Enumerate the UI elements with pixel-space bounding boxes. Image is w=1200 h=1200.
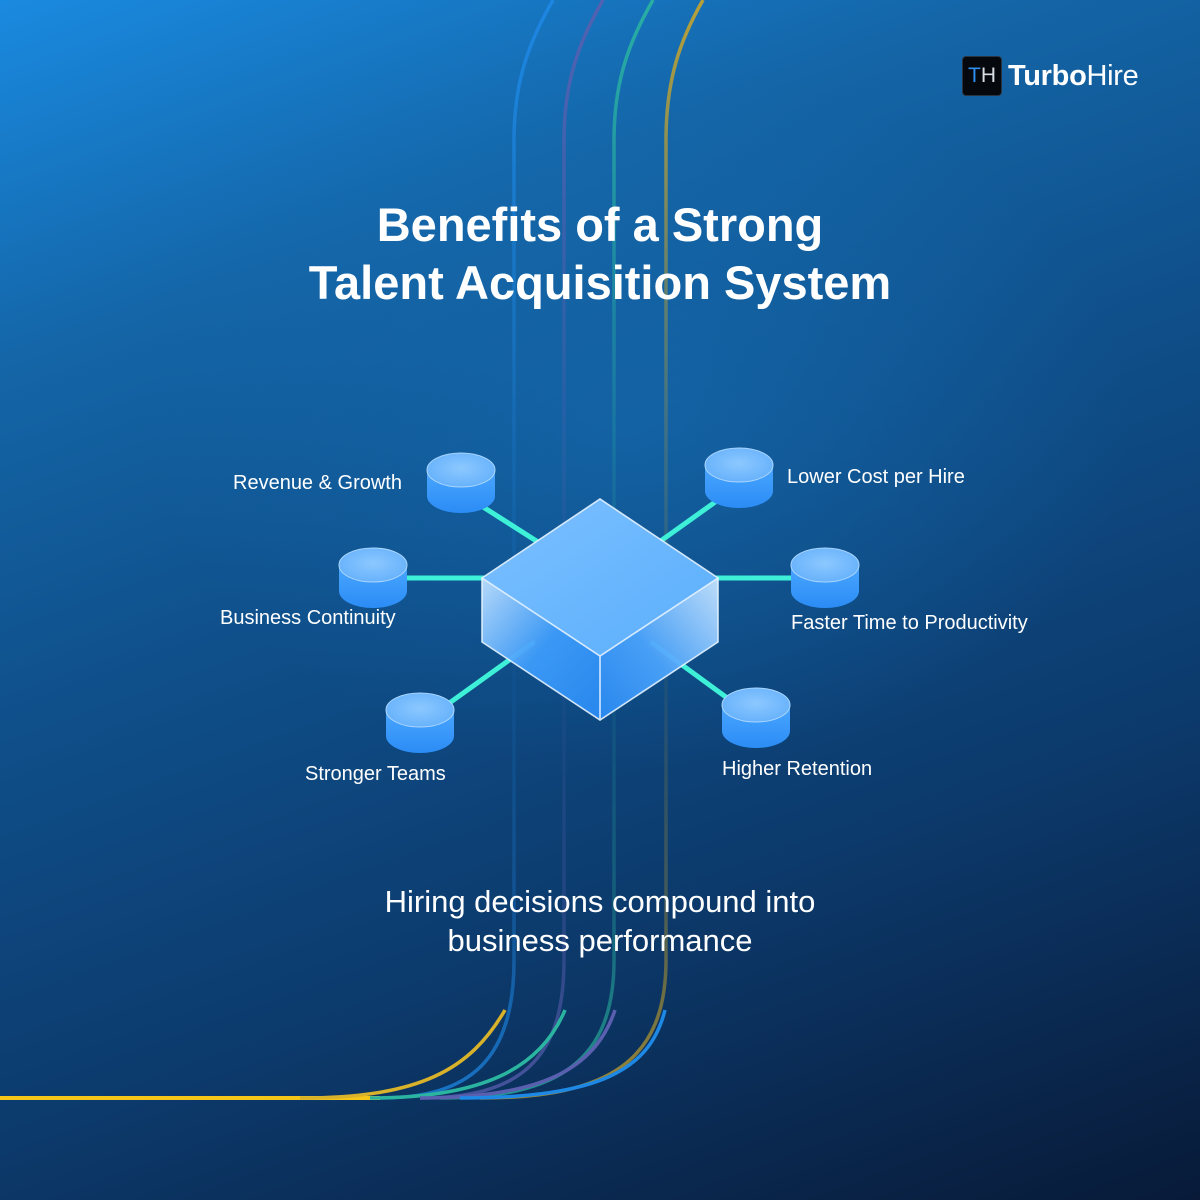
node-disk-revenue-growth — [426, 452, 496, 513]
node-disk-faster-time — [790, 547, 860, 608]
tagline-line-2: business performance — [447, 923, 753, 958]
label-lower-cost-per-hire: Lower Cost per Hire — [787, 466, 965, 488]
label-revenue-growth: Revenue & Growth — [233, 472, 402, 494]
tagline-line-1: Hiring decisions compound into — [384, 884, 816, 919]
title-line-1: Benefits of a Strong — [376, 198, 824, 251]
page-title: Benefits of a Strong Talent Acquisition … — [0, 196, 1200, 312]
label-faster-time-to-productivity: Faster Time to Productivity — [791, 612, 1028, 634]
node-disk-stronger-teams — [385, 692, 455, 753]
brand-name: TurboHire — [1008, 59, 1139, 92]
node-disk-higher-retention — [721, 687, 791, 748]
node-disk-business-continuity — [338, 547, 408, 608]
label-business-continuity: Business Continuity — [220, 607, 396, 629]
node-disk-lower-cost — [704, 447, 774, 508]
title-line-2: Talent Acquisition System — [308, 256, 892, 309]
central-cube-icon — [480, 498, 720, 721]
tagline: Hiring decisions compound into business … — [0, 882, 1200, 960]
label-higher-retention: Higher Retention — [722, 758, 873, 780]
label-stronger-teams: Stronger Teams — [305, 763, 446, 785]
